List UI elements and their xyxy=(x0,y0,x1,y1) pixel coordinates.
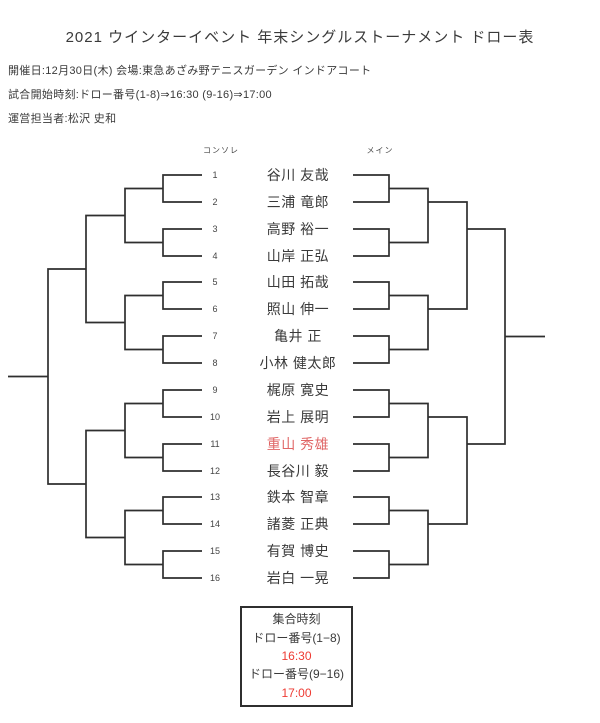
player-name: 照山 伸一 xyxy=(266,301,330,317)
main-semifinal-lines xyxy=(428,201,468,525)
meeting-time-box: 集合時刻 ドロー番号(1−8) 16:30 ドロー番号(9−16) 17:00 xyxy=(240,606,353,707)
event-date-venue: 開催日:12月30日(木) 会場:東急あざみ野テニスガーデン インドアコート xyxy=(8,65,372,77)
player-name: 梶原 寛史 xyxy=(266,382,330,398)
bracket-row: 12 長谷川 毅 xyxy=(0,462,600,480)
meeting-box-title: 集合時刻 xyxy=(272,612,321,627)
bracket-row: 3 高野 裕一 xyxy=(0,220,600,238)
bracket-row: 13 鉄本 智章 xyxy=(0,488,600,506)
draw-number: 15 xyxy=(209,546,220,556)
player-name: 山田 拓哉 xyxy=(266,274,330,290)
bracket-row: 9 梶原 寛史 xyxy=(0,381,600,399)
draw-number: 12 xyxy=(209,466,220,476)
draw-number: 5 xyxy=(212,277,218,287)
player-name: 諸菱 正典 xyxy=(266,516,330,532)
draw-number: 2 xyxy=(212,197,218,207)
draw-number: 16 xyxy=(209,573,220,583)
bracket-row: 1 谷川 友哉 xyxy=(0,166,600,184)
player-name: 岩白 一晃 xyxy=(266,570,330,586)
main-round2-lines xyxy=(389,187,429,566)
bracket-row: 8 小林 健太郎 xyxy=(0,354,600,372)
draw-number: 11 xyxy=(210,439,220,449)
consolation-final-lines xyxy=(8,268,86,485)
player-name: 岩上 展明 xyxy=(266,409,330,425)
draw-number: 4 xyxy=(212,251,218,261)
draw-number: 3 xyxy=(212,224,218,234)
player-name: 重山 秀雄 xyxy=(266,436,330,452)
match-start-times: 試合開始時刻:ドロー番号(1-8)⇒16:30 (9-16)⇒17:00 xyxy=(8,89,272,101)
draw-number: 10 xyxy=(209,412,220,422)
meeting-time-2: 17:00 xyxy=(281,685,312,700)
draw-number: 9 xyxy=(212,385,218,395)
bracket-row: 2 三浦 竜郎 xyxy=(0,193,600,211)
page-title: 2021 ウインターイベント 年末シングルストーナメント ドロー表 xyxy=(65,29,535,46)
player-name: 高野 裕一 xyxy=(266,221,330,237)
bracket-row: 5 山田 拓哉 xyxy=(0,273,600,291)
draw-number: 6 xyxy=(212,304,218,314)
player-name: 小林 健太郎 xyxy=(259,355,337,371)
draw-number: 8 xyxy=(212,358,218,368)
bracket-row: 15 有賀 博史 xyxy=(0,542,600,560)
organizer: 運営担当者:松沢 史和 xyxy=(8,113,117,125)
draw-number: 7 xyxy=(212,331,218,341)
draw-number: 13 xyxy=(209,492,220,502)
bracket-row: 7 亀井 正 xyxy=(0,327,600,345)
bracket-row: 16 岩白 一晃 xyxy=(0,569,600,587)
bracket-row: 14 諸菱 正典 xyxy=(0,515,600,533)
meeting-time-1: 16:30 xyxy=(281,648,312,663)
player-name: 山岸 正弘 xyxy=(266,248,330,264)
player-name: 三浦 竜郎 xyxy=(266,194,330,210)
main-final-lines xyxy=(467,228,545,445)
bracket-row: 6 照山 伸一 xyxy=(0,300,600,318)
bracket-row: 11 重山 秀雄 xyxy=(0,435,600,453)
draw-range-2-label: ドロー番号(9−16) xyxy=(248,667,345,682)
draw-number: 14 xyxy=(209,519,220,529)
bracket-row: 10 岩上 展明 xyxy=(0,408,600,426)
consolation-column-label: コンソレ xyxy=(203,146,239,155)
player-name: 亀井 正 xyxy=(274,328,322,344)
player-name: 谷川 友哉 xyxy=(266,167,330,183)
draw-range-1-label: ドロー番号(1−8) xyxy=(252,630,341,645)
draw-number: 1 xyxy=(212,170,218,180)
player-name: 有賀 博史 xyxy=(266,543,330,559)
player-name: 鉄本 智章 xyxy=(266,489,330,505)
bracket-row: 4 山岸 正弘 xyxy=(0,247,600,265)
player-name: 長谷川 毅 xyxy=(266,463,330,479)
main-column-label: メイン xyxy=(366,146,394,155)
